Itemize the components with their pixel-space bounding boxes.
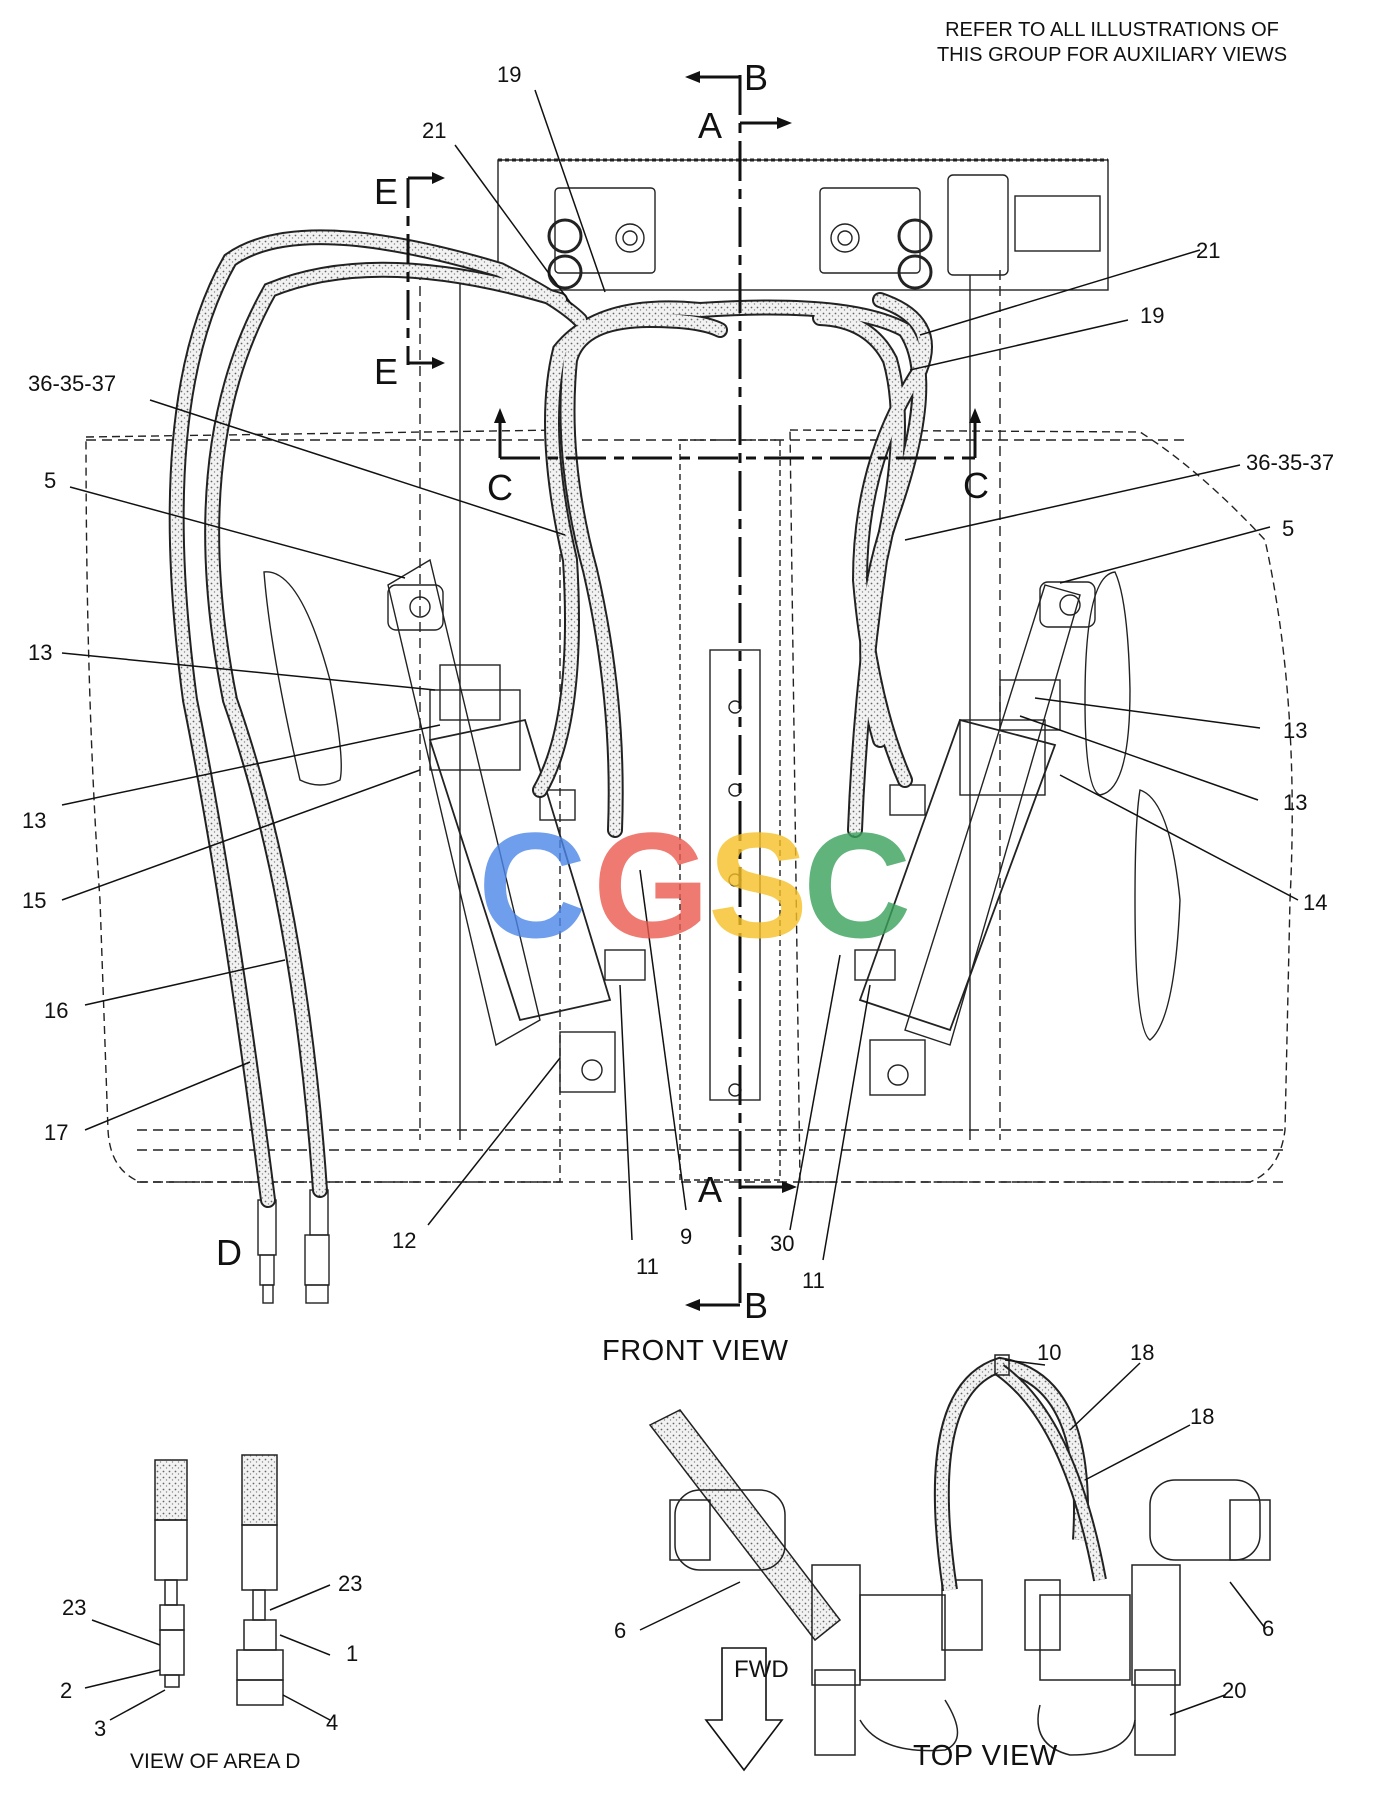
center-column bbox=[679, 439, 781, 1181]
hoses bbox=[168, 229, 933, 1208]
section-label-e-bottom: E bbox=[374, 351, 399, 392]
callout-6-left: 6 bbox=[614, 1618, 627, 1643]
callout-19-right: 19 bbox=[1140, 303, 1165, 328]
callout-14: 14 bbox=[1303, 890, 1328, 915]
area-d-leaders bbox=[84, 1584, 331, 1721]
callout-4: 4 bbox=[326, 1710, 339, 1735]
area-d-drawing bbox=[154, 1454, 284, 1706]
section-label-b-top: B bbox=[744, 57, 769, 98]
valve-manifold bbox=[497, 159, 1109, 291]
right-cylinder bbox=[858, 581, 1096, 1096]
callout-20: 20 bbox=[1222, 1678, 1247, 1703]
callout-36-35-37-right: 36-35-37 bbox=[1246, 450, 1335, 475]
reference-note-line2: THIS GROUP FOR AUXILIARY VIEWS bbox=[936, 44, 1288, 66]
top-view-drawing bbox=[648, 1354, 1271, 1756]
callout-30: 30 bbox=[770, 1231, 795, 1256]
section-label-b-bottom: B bbox=[744, 1285, 769, 1326]
section-label-c-left: C bbox=[487, 467, 513, 508]
callout-1: 1 bbox=[346, 1641, 359, 1666]
callout-16: 16 bbox=[44, 998, 69, 1023]
callout-15: 15 bbox=[22, 888, 47, 913]
section-label-c-right: C bbox=[963, 465, 989, 506]
callout-18-b: 18 bbox=[1190, 1404, 1215, 1429]
callout-36-35-37-left: 36-35-37 bbox=[28, 371, 117, 396]
callout-18-a: 18 bbox=[1130, 1340, 1155, 1365]
callout-2: 2 bbox=[60, 1678, 73, 1703]
callout-23-left: 23 bbox=[62, 1595, 87, 1620]
callout-5-left: 5 bbox=[44, 468, 57, 493]
fwd-label: FWD bbox=[734, 1657, 789, 1682]
front-leaders bbox=[61, 89, 1299, 1261]
callout-13-left-b: 13 bbox=[22, 808, 47, 833]
callout-11-right: 11 bbox=[802, 1268, 825, 1293]
logo-letter-g: G bbox=[593, 801, 710, 969]
callout-13-left-a: 13 bbox=[28, 640, 53, 665]
callout-13-right-a: 13 bbox=[1283, 718, 1308, 743]
callout-10: 10 bbox=[1037, 1340, 1062, 1365]
frame-plate bbox=[85, 429, 561, 1183]
area-d-title: VIEW OF AREA D bbox=[130, 1750, 301, 1773]
callout-17: 17 bbox=[44, 1120, 69, 1145]
logo-letter-s: S bbox=[708, 801, 809, 969]
callout-6-right: 6 bbox=[1262, 1616, 1275, 1641]
section-label-a-bottom: A bbox=[698, 1169, 723, 1210]
fwd-arrow bbox=[704, 1647, 784, 1772]
top-view-title: TOP VIEW bbox=[913, 1740, 1058, 1772]
callout-19-top: 19 bbox=[497, 62, 522, 87]
section-label-a-top: A bbox=[698, 105, 723, 146]
front-view-title: FRONT VIEW bbox=[602, 1335, 789, 1367]
callout-21-right: 21 bbox=[1196, 238, 1221, 263]
callout-9: 9 bbox=[680, 1224, 693, 1249]
callout-13-right-b: 13 bbox=[1283, 790, 1308, 815]
logo-letter-c2: C bbox=[803, 801, 912, 969]
callout-3: 3 bbox=[94, 1716, 107, 1741]
logo-letter-c: C bbox=[478, 801, 587, 969]
callout-12: 12 bbox=[392, 1228, 417, 1253]
top-leaders bbox=[639, 1359, 1266, 1716]
reference-note-line1: REFER TO ALL ILLUSTRATIONS OF bbox=[945, 19, 1279, 41]
frame-plate-right bbox=[789, 429, 1293, 1183]
callout-5-right: 5 bbox=[1282, 516, 1295, 541]
callout-23-right: 23 bbox=[338, 1571, 363, 1596]
callout-21-left: 21 bbox=[422, 118, 447, 143]
front-view-drawing bbox=[85, 158, 1293, 1304]
section-arrows bbox=[432, 71, 981, 1311]
reference-note: REFER TO ALL ILLUSTRATIONS OF THIS GROUP… bbox=[902, 18, 1322, 68]
area-d-label: D bbox=[216, 1232, 242, 1273]
watermark-logo: C G S C bbox=[478, 801, 918, 969]
callout-11-left: 11 bbox=[636, 1254, 659, 1279]
left-cylinder bbox=[387, 558, 616, 1093]
section-label-e-top: E bbox=[374, 171, 399, 212]
